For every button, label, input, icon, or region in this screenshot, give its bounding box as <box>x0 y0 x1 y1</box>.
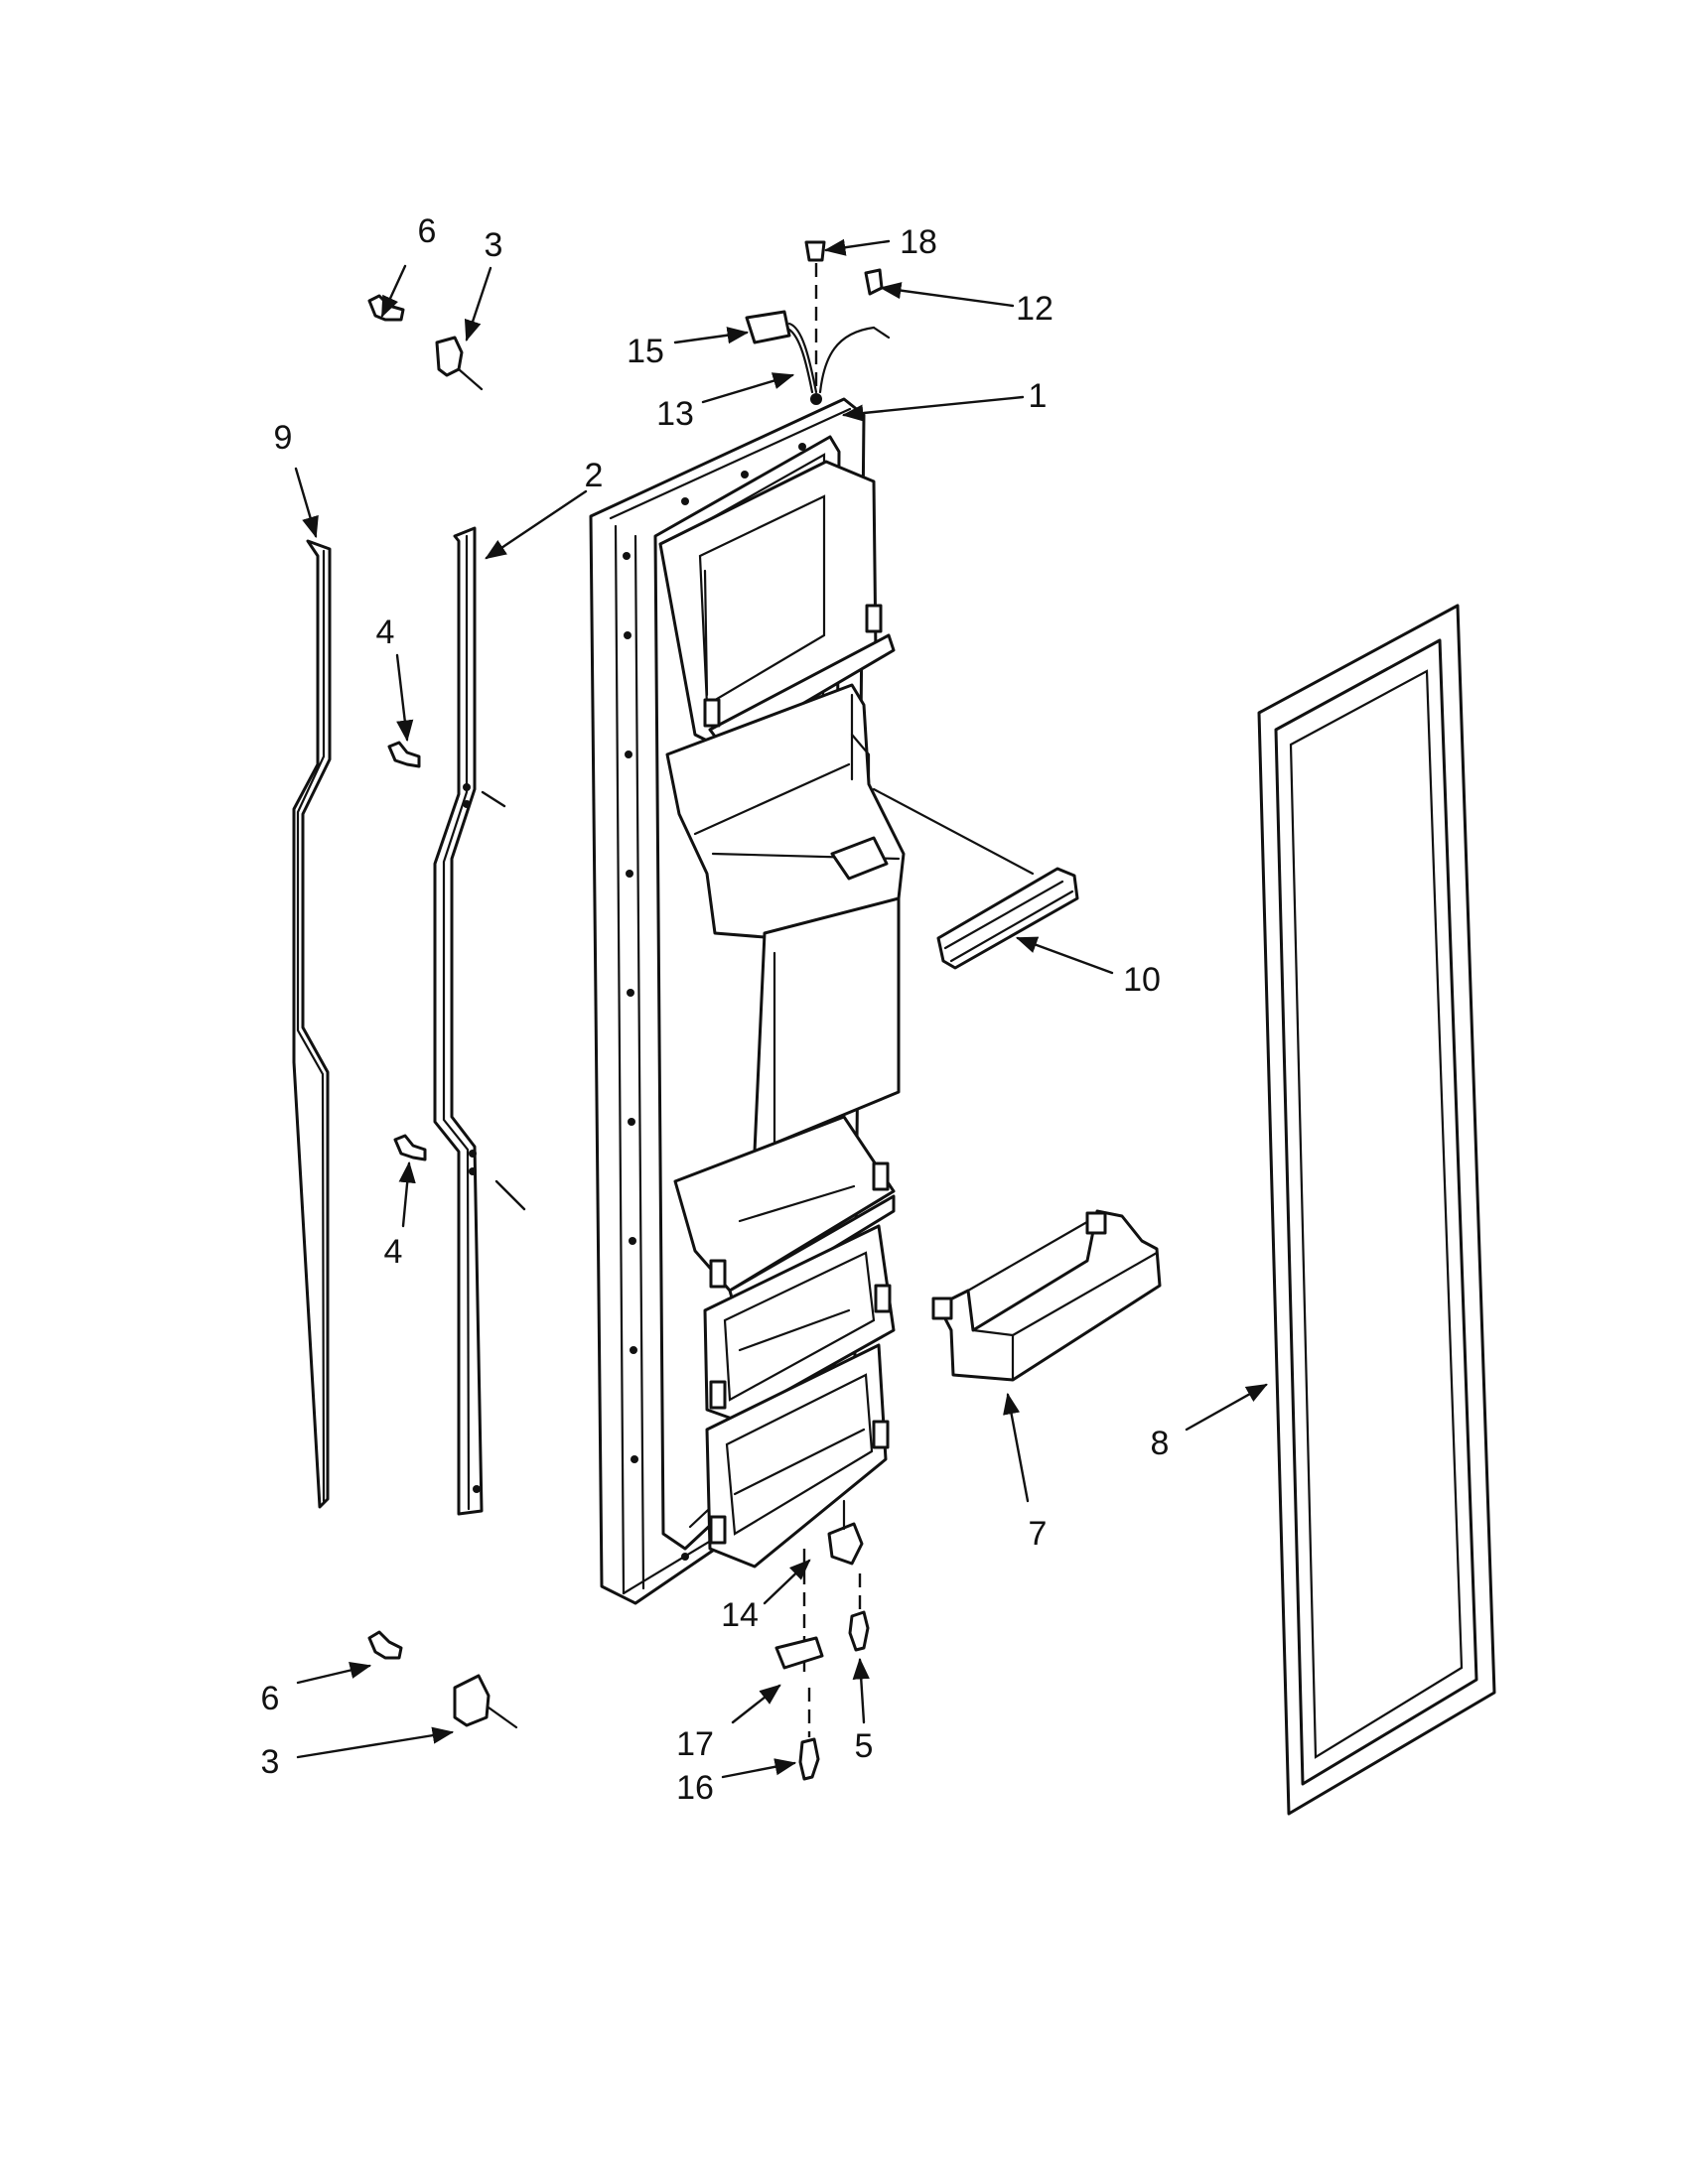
callout-labels: 6 3 9 2 4 4 1 18 12 15 13 10 7 8 14 5 17… <box>261 212 1170 1807</box>
leader-lines <box>294 238 1268 1779</box>
door-trim-strip-part <box>292 539 332 1509</box>
screw-holes <box>623 443 806 1561</box>
callout-13: 13 <box>656 395 694 433</box>
door-strip-part <box>433 526 526 1516</box>
callout-6-bottom: 6 <box>261 1680 280 1717</box>
callout-5: 5 <box>855 1727 874 1765</box>
callout-4-upper: 4 <box>376 614 395 651</box>
callout-4-lower: 4 <box>384 1233 403 1271</box>
callout-14: 14 <box>721 1596 759 1634</box>
bottom-hinge-parts <box>367 1630 518 1729</box>
callout-6-top: 6 <box>418 212 437 250</box>
callout-12: 12 <box>1016 290 1053 328</box>
callout-18: 18 <box>900 223 937 261</box>
callout-1: 1 <box>1029 377 1048 415</box>
callout-3-bottom: 3 <box>261 1743 280 1781</box>
wiring-harness-parts <box>745 240 891 405</box>
callout-17: 17 <box>676 1725 714 1763</box>
door-gasket-part <box>1257 604 1496 1816</box>
callout-2: 2 <box>585 457 604 494</box>
callout-15: 15 <box>627 333 664 370</box>
callout-10: 10 <box>1123 961 1161 999</box>
screw-parts <box>387 741 427 1161</box>
callout-3-top: 3 <box>485 226 503 264</box>
callout-9: 9 <box>274 419 293 457</box>
bottom-hinge-pin-parts <box>774 1499 870 1781</box>
callout-16: 16 <box>676 1769 714 1807</box>
door-bin-part <box>931 1209 1162 1382</box>
door-liner-part <box>589 397 906 1605</box>
trim-bar-part <box>872 787 1079 970</box>
callout-7: 7 <box>1029 1515 1048 1553</box>
callout-8: 8 <box>1151 1425 1170 1462</box>
